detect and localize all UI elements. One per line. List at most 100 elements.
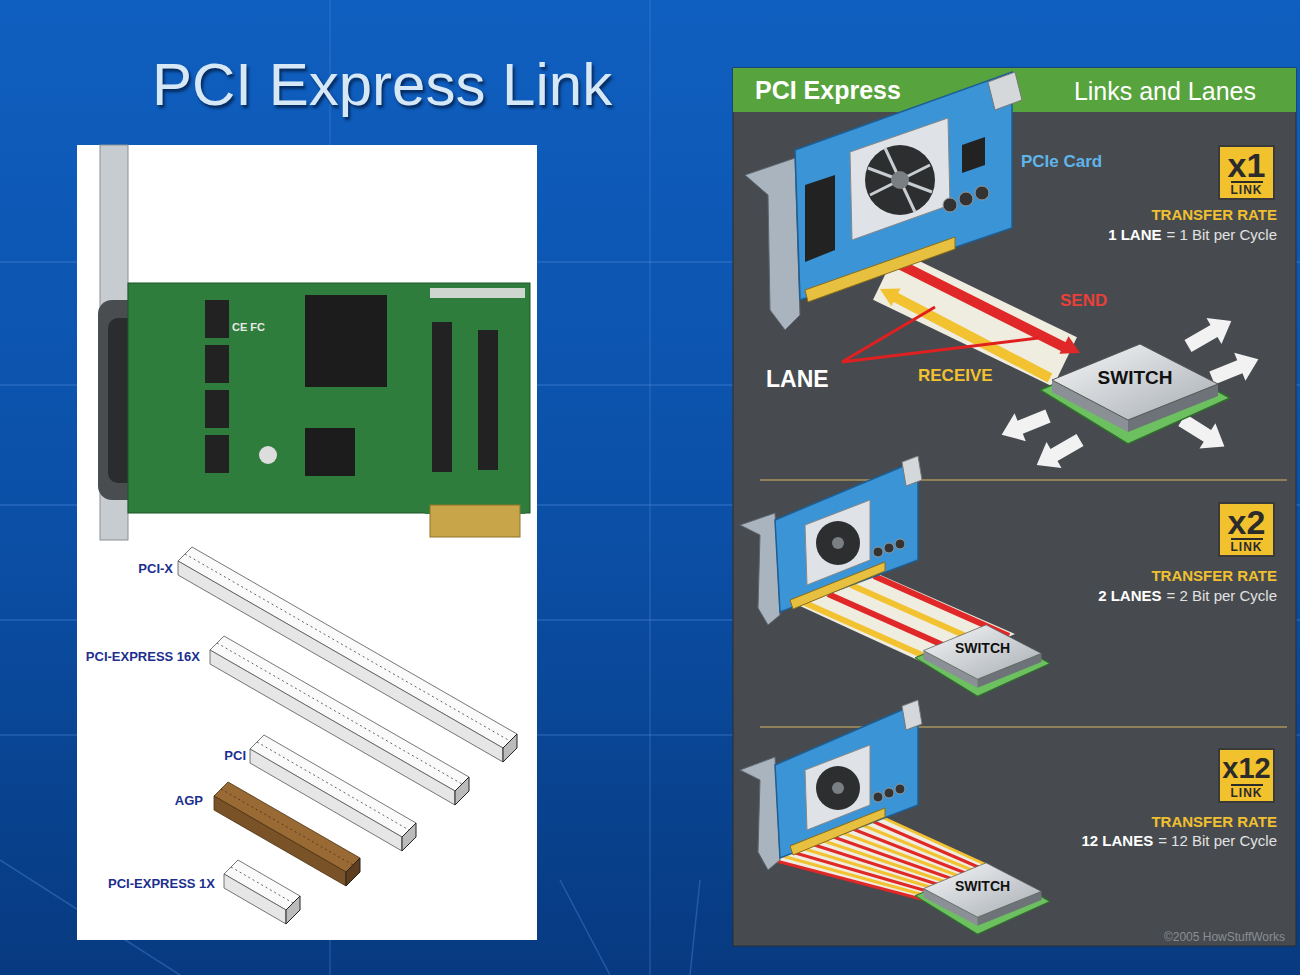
slide-title: PCI Express Link — [152, 50, 612, 119]
edge-connector — [430, 505, 520, 537]
ic-package — [205, 435, 229, 473]
traffic-arrow — [1181, 308, 1239, 359]
ic-package — [432, 322, 452, 472]
lane-count: 1 LANE — [1108, 226, 1161, 243]
switch-label: SWITCH — [1040, 367, 1230, 389]
switch-outline — [915, 622, 1050, 697]
lane-wire — [865, 818, 985, 870]
rate-line: 1 LANE = 1 Bit per Cycle — [1108, 226, 1277, 243]
grid-line — [690, 880, 700, 975]
switch-chip: SWITCH — [915, 622, 1050, 697]
fan-hub — [832, 782, 844, 794]
slot-name: PCI-EXPRESS 1X — [108, 876, 215, 891]
rate-heading: TRANSFER RATE — [1151, 567, 1277, 584]
slot-panel — [77, 540, 537, 940]
slot-side — [224, 874, 286, 924]
fan-housing — [805, 745, 870, 830]
switch-chip: SWITCH — [1040, 340, 1230, 445]
slot-end — [455, 777, 469, 805]
link-width: x12 — [1222, 752, 1270, 784]
switch-label: SWITCH — [915, 878, 1050, 894]
small-chip — [305, 428, 355, 476]
card-knob — [895, 539, 905, 549]
fan-hub — [832, 537, 844, 549]
card-board — [775, 703, 918, 858]
switch-chip: SWITCH — [915, 860, 1050, 935]
lane-wire — [875, 814, 991, 867]
slot-pins — [231, 867, 293, 903]
link-word: LINK — [1231, 538, 1263, 554]
capacitor — [259, 446, 277, 464]
link-badge: x2LINK — [1218, 502, 1275, 557]
ic-package — [205, 345, 229, 383]
link-width: x1 — [1228, 149, 1266, 181]
card-name: PCIe Card — [1021, 152, 1102, 172]
rate-line: 2 LANES= 2 Bit per Cycle — [1098, 587, 1277, 604]
callout-label: LANE — [766, 366, 829, 393]
led-row — [430, 288, 525, 298]
slot-top — [214, 782, 360, 872]
card-board — [775, 460, 918, 612]
direction-label: SEND — [1060, 291, 1107, 311]
main-chip — [305, 295, 387, 387]
ic-package — [205, 390, 229, 428]
switch-label: SWITCH — [915, 640, 1050, 656]
section-divider — [760, 726, 1287, 728]
copyright-note: ©2005 HowStuffWorks — [1164, 930, 1285, 944]
lane-count: 12 LANES — [1081, 832, 1153, 849]
traffic-arrow — [1029, 427, 1087, 478]
direction-label: RECEIVE — [918, 366, 993, 386]
card-knob — [943, 198, 957, 212]
fan-hub — [891, 171, 909, 189]
section-divider — [760, 479, 1287, 481]
bit-rate: = 1 Bit per Cycle — [1167, 226, 1277, 243]
memory-chip — [805, 175, 835, 262]
grid-line — [649, 0, 651, 975]
slot-pins — [221, 789, 353, 865]
infographic-panel — [733, 68, 1296, 946]
fan-housing — [805, 500, 870, 585]
cert-mark: CE FC — [232, 321, 265, 333]
receive-arrowhead — [880, 289, 901, 307]
fan-housing — [850, 118, 950, 240]
card-bracket — [745, 158, 800, 330]
card-knob — [975, 186, 989, 200]
fan — [816, 521, 860, 565]
header-subtitle: Links and Lanes — [1074, 77, 1256, 106]
chip — [962, 137, 985, 173]
card-bracket — [740, 513, 780, 625]
card-knob — [884, 788, 894, 798]
card-knob — [895, 784, 905, 794]
ic-package — [478, 330, 498, 470]
grid-line — [560, 880, 610, 975]
lane-count: 2 LANES — [1098, 587, 1161, 604]
card-port — [902, 700, 922, 730]
card-bracket — [740, 757, 780, 870]
link-badge: x1LINK — [1218, 145, 1275, 200]
fan-blades — [868, 148, 932, 212]
traffic-arrow — [996, 402, 1054, 449]
fan — [816, 766, 860, 810]
link-width: x2 — [1228, 506, 1266, 538]
leader-line — [842, 338, 1038, 362]
card-knob — [873, 792, 883, 802]
lane-wire — [855, 822, 979, 873]
photo-panel — [77, 145, 537, 542]
slot-end — [503, 734, 517, 762]
card-knob — [959, 192, 973, 206]
slot-name: PCI-EXPRESS 16X — [86, 649, 200, 664]
send-arrowhead — [1059, 336, 1080, 354]
switch-outline — [1040, 340, 1230, 445]
link-word: LINK — [1231, 181, 1263, 197]
fan — [865, 145, 935, 215]
rate-line: 12 LANES= 12 Bit per Cycle — [1081, 832, 1277, 849]
slot-end — [402, 823, 416, 851]
switch-outline — [915, 860, 1050, 935]
card-knob — [873, 547, 883, 557]
link-word: LINK — [1231, 784, 1263, 800]
ic-package — [205, 300, 229, 338]
slot-name: PCI — [224, 748, 246, 763]
